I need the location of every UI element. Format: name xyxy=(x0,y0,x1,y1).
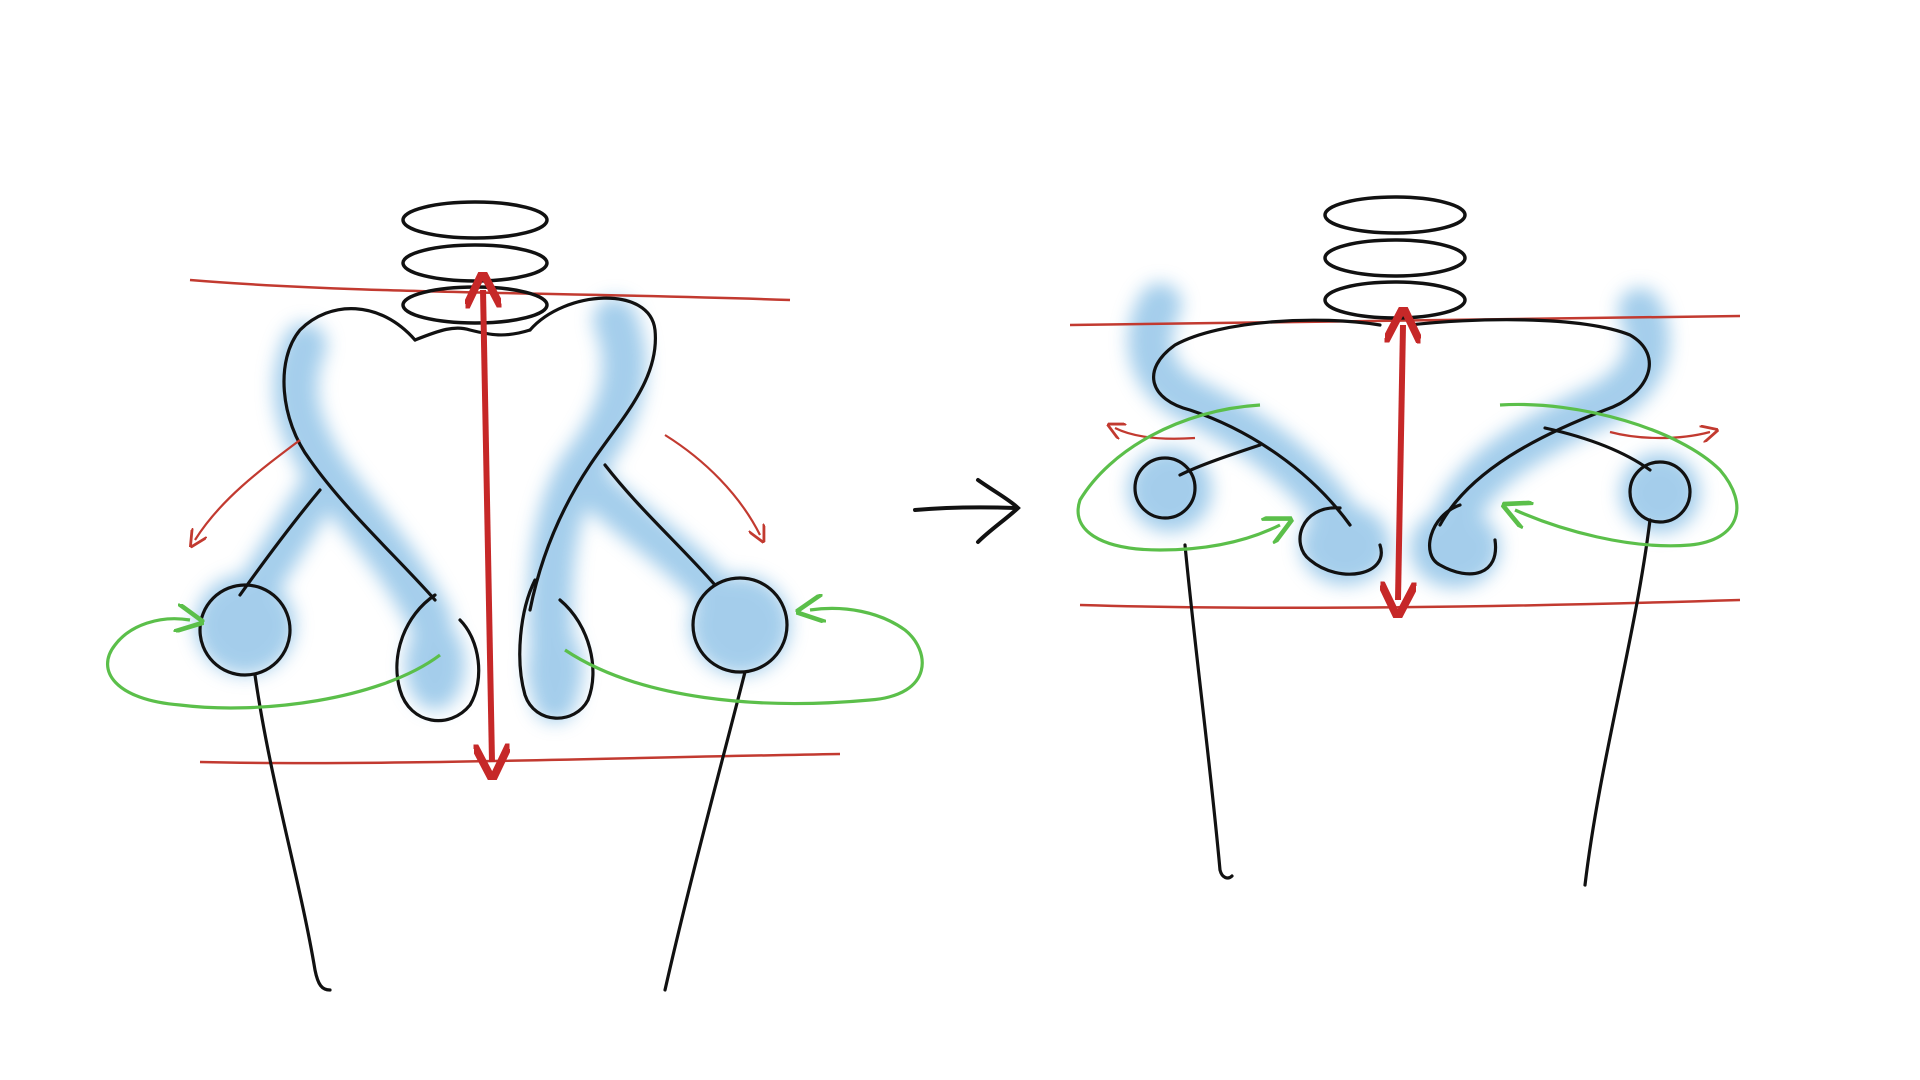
right-foot xyxy=(518,578,595,720)
highlight-left-ball xyxy=(195,575,295,675)
after-left-leg xyxy=(1183,543,1234,880)
right-leg xyxy=(663,670,747,992)
highlight-after-left-foot xyxy=(1300,505,1390,585)
highlight-after-left-ball xyxy=(1128,448,1212,532)
spring-coil-icon-after xyxy=(1323,195,1467,320)
bottom-limit-line xyxy=(199,752,841,765)
highlight-after xyxy=(1128,283,1700,588)
right-ball xyxy=(691,576,789,674)
after-right-rotation-arrow xyxy=(1500,402,1739,548)
vertical-travel-arrow-after xyxy=(1398,325,1403,600)
spring-coil-icon xyxy=(401,200,549,325)
after-left-arm xyxy=(1152,318,1382,527)
mechanism-body-after xyxy=(1133,318,1692,887)
left-link xyxy=(238,488,322,597)
left-lobe xyxy=(282,307,437,602)
after-right-spread-arrow xyxy=(1609,432,1710,438)
right-arrow-icon xyxy=(913,478,1021,544)
vertical-travel-arrow xyxy=(483,290,492,762)
top-limit-line xyxy=(189,278,791,302)
panel-after xyxy=(1069,195,1741,887)
right-lobe xyxy=(528,296,657,612)
panel-before xyxy=(105,200,924,992)
left-rotation-arrow xyxy=(105,619,441,710)
after-left-foot xyxy=(1298,506,1383,576)
after-left-link xyxy=(1178,443,1262,477)
highlight-left-foot xyxy=(405,620,465,710)
highlight-right-ball xyxy=(690,575,790,675)
left-leg xyxy=(253,673,332,992)
right-rotation-arrow xyxy=(564,608,924,706)
after-right-leg xyxy=(1583,518,1652,887)
highlight-after-left-arm xyxy=(1128,283,1367,552)
top-limit-line-after xyxy=(1069,314,1741,327)
after-left-ball xyxy=(1133,456,1197,520)
left-spread-arrow xyxy=(195,439,301,540)
highlight-right-foot xyxy=(527,625,583,715)
after-left-spread-arrow xyxy=(1115,428,1196,439)
mechanism-body-before xyxy=(198,296,789,992)
right-link xyxy=(603,463,717,587)
center-notch xyxy=(413,326,532,342)
after-right-ball xyxy=(1628,460,1692,524)
right-spread-arrow xyxy=(664,434,760,535)
after-left-rotation-arrow xyxy=(1076,403,1280,552)
highlight-after-right-foot xyxy=(1410,508,1500,588)
after-right-arm xyxy=(1408,318,1651,527)
after-right-foot xyxy=(1428,503,1498,576)
after-right-link xyxy=(1543,426,1652,472)
bottom-limit-line-after xyxy=(1079,598,1741,609)
